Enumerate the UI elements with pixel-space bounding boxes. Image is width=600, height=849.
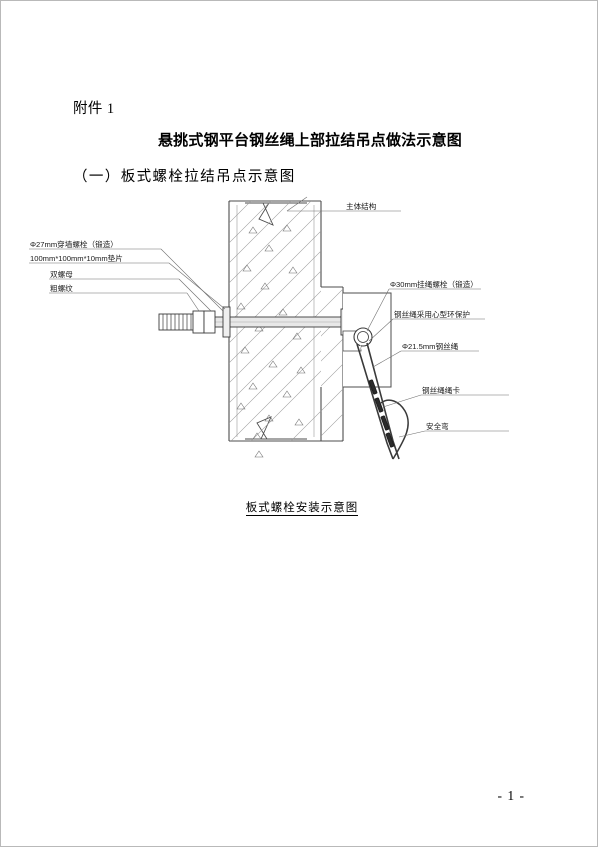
break-line-symbol-bottom	[245, 416, 307, 440]
leader-lines-left	[29, 248, 226, 312]
page-number: - 1 -	[497, 788, 525, 803]
aggregate-markers	[236, 224, 306, 458]
concrete-hatch	[229, 201, 321, 441]
section-subtitle: （一）板式螺栓拉结吊点示意图	[73, 169, 296, 185]
figure-caption: 板式螺栓安装示意图	[1, 499, 597, 516]
label-wire-rope-diameter: Φ21.5mm钢丝绳	[402, 341, 459, 351]
label-group-left: Φ27mm穿墙螺栓（锻造） 100mm*100mm*10mm垫片 双螺母 粗螺纹	[30, 239, 123, 293]
label-wall-bolt: Φ27mm穿墙螺栓（锻造）	[30, 239, 118, 249]
double-nut	[192, 310, 216, 334]
label-coarse-thread: 粗螺纹	[50, 283, 73, 293]
label-rope-clip: 钢丝绳绳卡	[422, 385, 460, 395]
label-double-nut: 双螺母	[50, 269, 73, 279]
label-safety-bend: 安全弯	[426, 421, 449, 431]
safety-bend-loop	[380, 399, 409, 460]
label-washer: 100mm*100mm*10mm垫片	[30, 253, 123, 263]
figure-caption-text: 板式螺栓安装示意图	[245, 502, 359, 516]
drawing-canvas: Φ27mm穿墙螺栓（锻造） 100mm*100mm*10mm垫片 双螺母 粗螺纹…	[29, 196, 509, 460]
break-line-symbol-top	[245, 202, 307, 226]
label-main-structure: 主体结构	[346, 201, 377, 211]
attachment-number: 附件 1	[73, 101, 115, 117]
technical-drawing: Φ27mm穿墙螺栓（锻造） 100mm*100mm*10mm垫片 双螺母 粗螺纹…	[1, 191, 600, 531]
label-group-right: 主体结构 Φ30mm挂绳螺栓（锻造） 钢丝绳采用心型环保护 Φ21.5mm钢丝绳…	[346, 201, 478, 431]
washer-plate	[222, 306, 231, 338]
rope-thimble-ring	[353, 327, 373, 347]
leader-lines-right	[286, 196, 509, 438]
page-title: 悬挑式钢平台钢丝绳上部拉结吊点做法示意图	[157, 133, 462, 149]
label-hanging-bolt: Φ30mm挂绳螺栓（锻造）	[390, 279, 478, 289]
label-thimble-protection: 钢丝绳采用心型环保护	[394, 309, 470, 319]
rope-clip	[368, 379, 395, 448]
